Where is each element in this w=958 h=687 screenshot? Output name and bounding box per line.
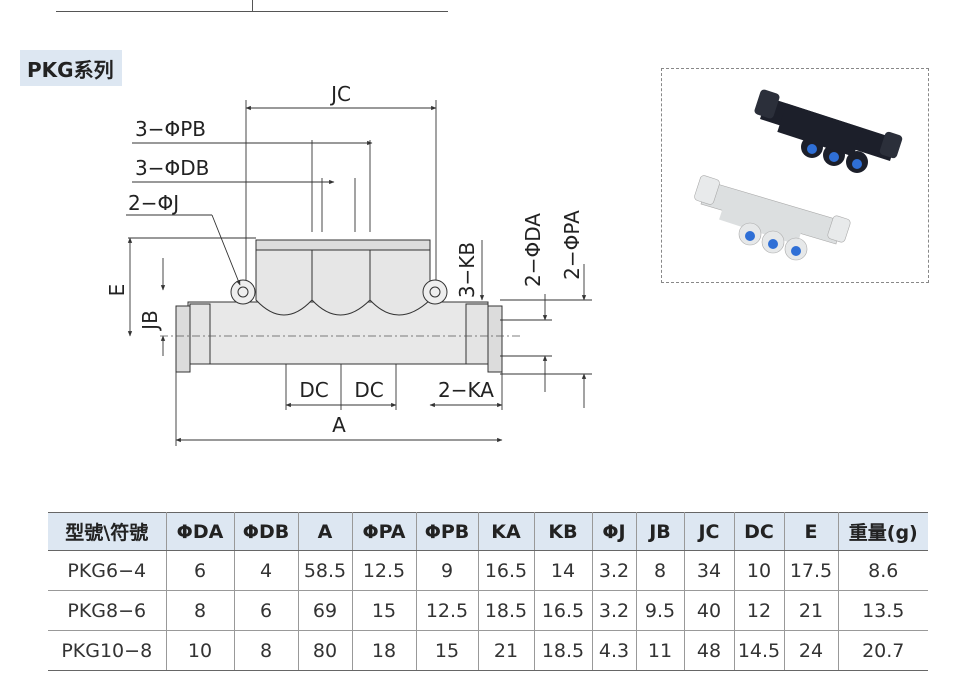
table-cell: 16.5: [534, 590, 593, 631]
label-db: 3−ΦDB: [135, 156, 209, 180]
table-cell: 69: [298, 590, 353, 631]
label-a: A: [332, 413, 346, 437]
table-cell: 16.5: [478, 550, 535, 591]
table-cell: 18: [352, 630, 417, 671]
table-cell: 58.5: [298, 550, 353, 591]
label-jc: JC: [329, 82, 351, 106]
label-jb: JB: [138, 310, 162, 332]
label-pb: 3−ΦPB: [135, 117, 206, 141]
table-cell: PKG10−8: [48, 630, 167, 671]
table-cell: 21: [784, 590, 839, 631]
table-cell: 10: [166, 630, 235, 671]
table-row: PKG8−6 8 6 69 15 12.5 18.5 16.5 3.2 9.5 …: [48, 590, 928, 631]
label-pa: 2−ΦPA: [560, 210, 584, 280]
table-cell: 4: [234, 550, 299, 591]
header-cell: ΦJ: [592, 512, 637, 551]
label-j: 2−ΦJ: [128, 191, 179, 215]
header-cell: ΦPA: [352, 512, 417, 551]
table-cell: 8: [166, 590, 235, 631]
table-cell: 10: [734, 550, 785, 591]
label-kb: 3−KB: [455, 242, 479, 298]
product-photo-box: [661, 68, 929, 283]
table-cell: PKG6−4: [48, 550, 167, 591]
series-title: PKG系列: [20, 50, 122, 86]
header-cell: KB: [534, 512, 593, 551]
header-cell: 重量(g): [838, 512, 928, 551]
header-cell: E: [784, 512, 839, 551]
table-header-row: 型號\符號 ΦDA ΦDB A ΦPA ΦPB KA KB ΦJ JB JC D…: [48, 512, 928, 551]
table-cell: 15: [352, 590, 417, 631]
table-cell: 8.6: [838, 550, 928, 591]
table-cell: 8: [636, 550, 685, 591]
header-cell: JC: [684, 512, 735, 551]
table-cell: 9: [416, 550, 479, 591]
white-fitting: [694, 175, 851, 261]
table-cell: 80: [298, 630, 353, 671]
table-cell: 6: [166, 550, 235, 591]
previous-table-divider: [252, 0, 253, 11]
table-cell: 12: [734, 590, 785, 631]
table-cell: 4.3: [592, 630, 637, 671]
table-cell: 8: [234, 630, 299, 671]
table-cell: 3.2: [592, 550, 637, 591]
spec-table: 型號\符號 ΦDA ΦDB A ΦPA ΦPB KA KB ΦJ JB JC D…: [48, 512, 928, 671]
header-cell: ΦDA: [166, 512, 235, 551]
table-cell: 11: [636, 630, 685, 671]
table-cell: 15: [416, 630, 479, 671]
table-row: PKG10−8 10 8 80 18 15 21 18.5 4.3 11 48 …: [48, 630, 928, 671]
table-cell: 3.2: [592, 590, 637, 631]
header-cell: KA: [478, 512, 535, 551]
table-cell: 20.7: [838, 630, 928, 671]
header-cell: DC: [734, 512, 785, 551]
table-cell: 9.5: [636, 590, 685, 631]
table-cell: 21: [478, 630, 535, 671]
product-photo: [694, 89, 903, 261]
label-dc-2: DC: [354, 378, 383, 402]
table-cell: 18.5: [478, 590, 535, 631]
header-cell: 型號\符號: [48, 512, 167, 551]
label-da: 2−ΦDA: [521, 213, 545, 287]
label-ka: 2−KA: [438, 378, 494, 402]
table-cell: 12.5: [416, 590, 479, 631]
header-cell: ΦDB: [234, 512, 299, 551]
table-cell: PKG8−6: [48, 590, 167, 631]
table-cell: 18.5: [534, 630, 593, 671]
table-cell: 24: [784, 630, 839, 671]
header-cell: ΦPB: [416, 512, 479, 551]
table-cell: 40: [684, 590, 735, 631]
black-fitting: [754, 89, 903, 173]
table-row: PKG6−4 6 4 58.5 12.5 9 16.5 14 3.2 8 34 …: [48, 550, 928, 591]
table-cell: 17.5: [784, 550, 839, 591]
table-cell: 14: [534, 550, 593, 591]
dimension-drawing: JC 3−ΦPB 3−ΦDB 2−ΦJ E JB 3−KB 2−ΦDA 2−ΦP…: [105, 82, 592, 446]
previous-table-fragment: [56, 0, 448, 12]
table-cell: 12.5: [352, 550, 417, 591]
table-cell: 34: [684, 550, 735, 591]
header-cell: JB: [636, 512, 685, 551]
header-cell: A: [298, 512, 353, 551]
table-cell: 48: [684, 630, 735, 671]
label-e: E: [105, 284, 129, 297]
table-cell: 14.5: [734, 630, 785, 671]
table-cell: 13.5: [838, 590, 928, 631]
label-dc-1: DC: [299, 378, 328, 402]
table-cell: 6: [234, 590, 299, 631]
